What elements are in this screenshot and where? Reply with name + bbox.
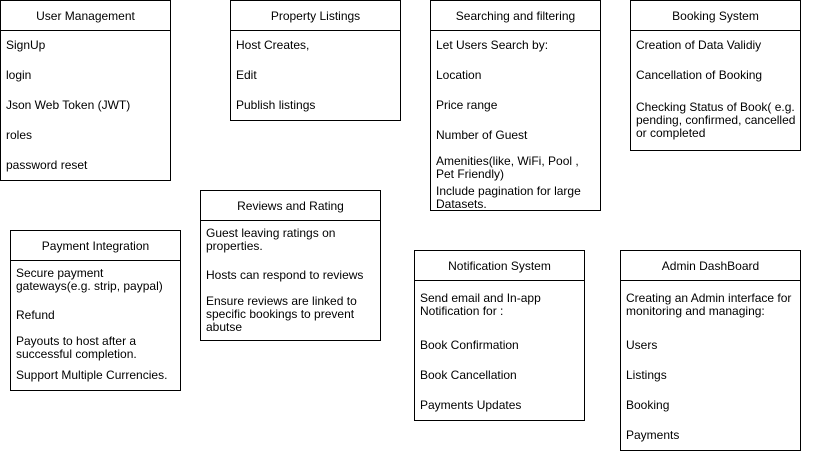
- property-listings-box: Property Listings Host Creates, Edit Pub…: [230, 0, 401, 121]
- users-item: Users: [626, 338, 658, 352]
- property-listings-title: Property Listings: [231, 1, 400, 31]
- location-item: Location: [436, 68, 482, 82]
- booking-system-title: Booking System: [631, 1, 800, 31]
- guest-ratings-item: Guest leaving ratings on properties.: [206, 226, 336, 253]
- send-notification-item: Send email and In-app Notification for :: [420, 291, 541, 318]
- admin-interface-item: Creating an Admin interface for monitori…: [626, 291, 792, 318]
- password-reset-item: password reset: [6, 158, 88, 172]
- book-confirmation-item: Book Confirmation: [420, 338, 519, 352]
- price-range-item: Price range: [436, 98, 498, 112]
- login-item: login: [6, 68, 32, 82]
- payments-item: Payments: [626, 428, 680, 442]
- number-of-guest-item: Number of Guest: [436, 128, 528, 142]
- payouts-item: Payouts to host after a successful compl…: [16, 334, 137, 361]
- cancellation-item: Cancellation of Booking: [636, 68, 763, 82]
- amenities-item: Amenities(like, WiFi, Pool , Pet Friendl…: [436, 154, 579, 181]
- secure-gateways-item: Secure payment gateways(e.g. strip, payp…: [16, 266, 163, 293]
- listings-item: Listings: [626, 368, 667, 382]
- reviews-rating-box: Reviews and Rating Guest leaving ratings…: [200, 190, 381, 341]
- book-cancellation-item: Book Cancellation: [420, 368, 517, 382]
- payment-integration-box: Payment Integration Secure payment gatew…: [10, 230, 181, 391]
- notification-system-box: Notification System Send email and In-ap…: [414, 250, 585, 421]
- host-creates-item: Host Creates,: [236, 38, 310, 52]
- reviews-rating-title: Reviews and Rating: [201, 191, 380, 221]
- user-management-title: User Management: [1, 1, 170, 31]
- status-check-item: Checking Status of Book( e.g. pending, c…: [636, 100, 796, 140]
- roles-item: roles: [6, 128, 33, 142]
- payment-integration-title: Payment Integration: [11, 231, 180, 261]
- booking-item: Booking: [626, 398, 670, 412]
- edit-item: Edit: [236, 68, 257, 82]
- search-by-item: Let Users Search by:: [436, 38, 549, 52]
- publish-listings-item: Publish listings: [236, 98, 316, 112]
- jwt-item: Json Web Token (JWT): [6, 98, 131, 112]
- payments-updates-item: Payments Updates: [420, 398, 522, 412]
- admin-dashboard-title: Admin DashBoard: [621, 251, 800, 281]
- booking-system-box: Booking System Creation of Data Validiy …: [630, 0, 801, 151]
- refund-item: Refund: [16, 308, 55, 322]
- multiple-currencies-item: Support Multiple Currencies.: [16, 368, 168, 382]
- user-management-box: User Management SignUp login Json Web To…: [0, 0, 171, 181]
- pagination-item: Include pagination for large Datasets.: [436, 184, 581, 211]
- data-validity-item: Creation of Data Validiy: [636, 38, 762, 52]
- signup-item: SignUp: [6, 38, 46, 52]
- searching-filtering-box: Searching and filtering Let Users Search…: [430, 0, 601, 211]
- host-respond-item: Hosts can respond to reviews: [206, 268, 364, 282]
- reviews-linked-item: Ensure reviews are linked to specific bo…: [206, 294, 357, 334]
- notification-system-title: Notification System: [415, 251, 584, 281]
- searching-filtering-title: Searching and filtering: [431, 1, 600, 31]
- admin-dashboard-box: Admin DashBoard Creating an Admin interf…: [620, 250, 801, 451]
